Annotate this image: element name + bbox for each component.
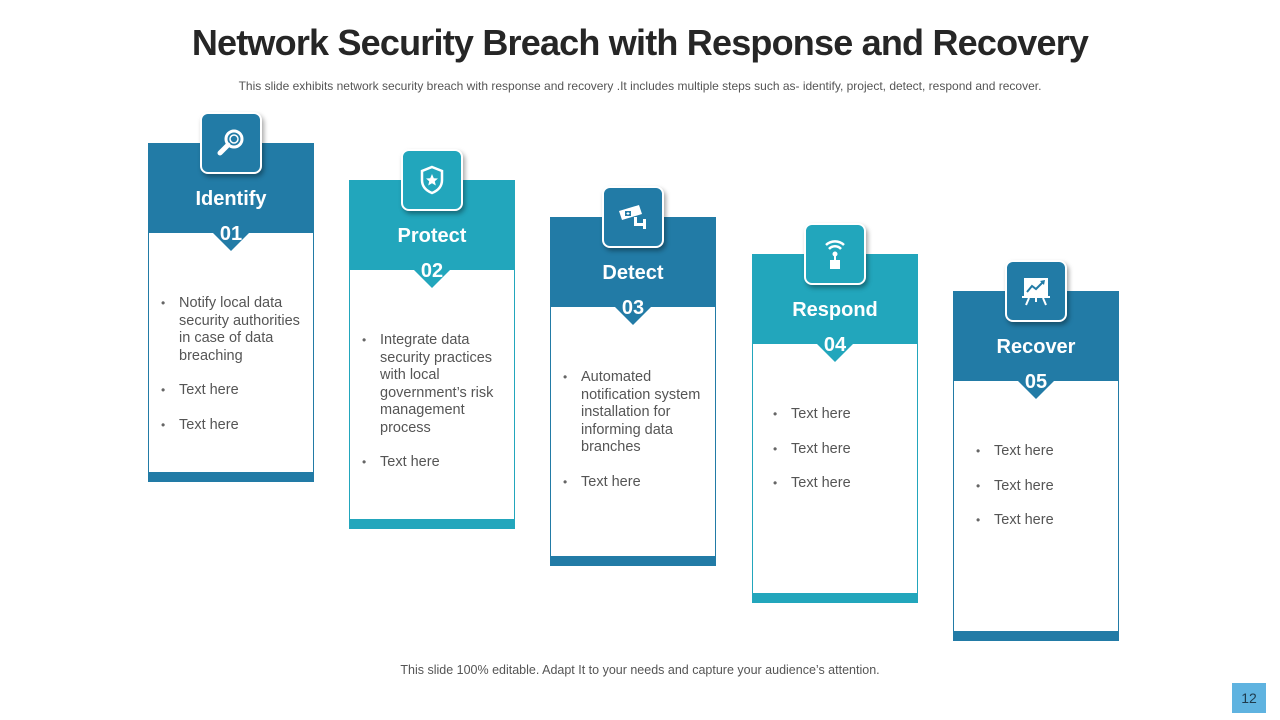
step-bottom-bar bbox=[752, 594, 918, 603]
step-number: 03 bbox=[621, 297, 645, 319]
step-body: Integrate data security practices with l… bbox=[349, 270, 515, 520]
step-label: Detect bbox=[602, 262, 664, 284]
bullet-item: Text here bbox=[161, 382, 301, 400]
step-label: Respond bbox=[792, 299, 878, 321]
step-arrow bbox=[615, 307, 651, 325]
step-label: Protect bbox=[397, 225, 467, 247]
step-card-detect: Detect 03 Automated notification system … bbox=[550, 186, 716, 566]
bullet-item: Text here bbox=[563, 474, 703, 492]
step-header: Protect 02 bbox=[349, 149, 515, 288]
step-bottom-bar bbox=[550, 557, 716, 566]
step-card-recover: Recover 05 Text here Text here Text here bbox=[953, 260, 1119, 641]
step-header: Identify 01 bbox=[148, 112, 314, 251]
step-bottom-bar bbox=[349, 520, 515, 529]
step-arrow bbox=[817, 344, 853, 362]
step-label: Identify bbox=[195, 188, 267, 210]
step-arrow bbox=[414, 270, 450, 288]
step-card-protect: Protect 02 Integrate data security pract… bbox=[349, 149, 515, 529]
step-header: Respond 04 bbox=[752, 223, 918, 362]
step-number: 01 bbox=[219, 223, 243, 245]
bullet-item: Integrate data security practices with l… bbox=[362, 332, 502, 437]
wireless-signal-icon bbox=[804, 223, 866, 285]
bullet-list: Text here Text here Text here bbox=[753, 406, 917, 493]
bullet-item: Text here bbox=[773, 406, 905, 424]
bullet-list: Notify local data security authorities i… bbox=[149, 295, 313, 434]
bullet-item: Text here bbox=[976, 512, 1106, 530]
bullet-list: Automated notification system installati… bbox=[551, 369, 715, 491]
step-header: Detect 03 bbox=[550, 186, 716, 325]
step-number: 02 bbox=[420, 260, 444, 282]
step-card-identify: Identify 01 Notify local data security a… bbox=[148, 112, 314, 482]
step-number: 04 bbox=[823, 334, 847, 356]
magnifier-icon bbox=[200, 112, 262, 174]
bullet-item: Notify local data security authorities i… bbox=[161, 295, 301, 365]
step-body: Automated notification system installati… bbox=[550, 307, 716, 557]
step-number: 05 bbox=[1024, 371, 1048, 393]
security-camera-icon bbox=[602, 186, 664, 248]
bullet-item: Text here bbox=[976, 478, 1106, 496]
step-header: Recover 05 bbox=[953, 260, 1119, 399]
step-bottom-bar bbox=[148, 473, 314, 482]
step-body: Notify local data security authorities i… bbox=[148, 233, 314, 473]
step-arrow bbox=[213, 233, 249, 251]
step-body: Text here Text here Text here bbox=[752, 344, 918, 594]
slide-subtitle: This slide exhibits network security bre… bbox=[238, 79, 1042, 93]
growth-chart-board-icon bbox=[1005, 260, 1067, 322]
step-arrow bbox=[1018, 381, 1054, 399]
slide-title: Network Security Breach with Response an… bbox=[191, 22, 1089, 63]
bullet-item: Text here bbox=[773, 475, 905, 493]
slide-footer: This slide 100% editable. Adapt It to yo… bbox=[400, 663, 880, 677]
step-card-respond: Respond 04 Text here Text here Text here bbox=[752, 223, 918, 603]
bullet-item: Text here bbox=[161, 417, 301, 435]
bullet-item: Automated notification system installati… bbox=[563, 369, 703, 457]
bullet-item: Text here bbox=[773, 441, 905, 459]
bullet-list: Text here Text here Text here bbox=[954, 443, 1118, 530]
bullet-list: Integrate data security practices with l… bbox=[350, 332, 514, 472]
page-number-badge: 12 bbox=[1232, 683, 1266, 713]
bullet-item: Text here bbox=[362, 454, 502, 472]
shield-star-icon bbox=[401, 149, 463, 211]
step-label: Recover bbox=[996, 336, 1076, 358]
step-bottom-bar bbox=[953, 632, 1119, 641]
step-body: Text here Text here Text here bbox=[953, 381, 1119, 632]
bullet-item: Text here bbox=[976, 443, 1106, 461]
